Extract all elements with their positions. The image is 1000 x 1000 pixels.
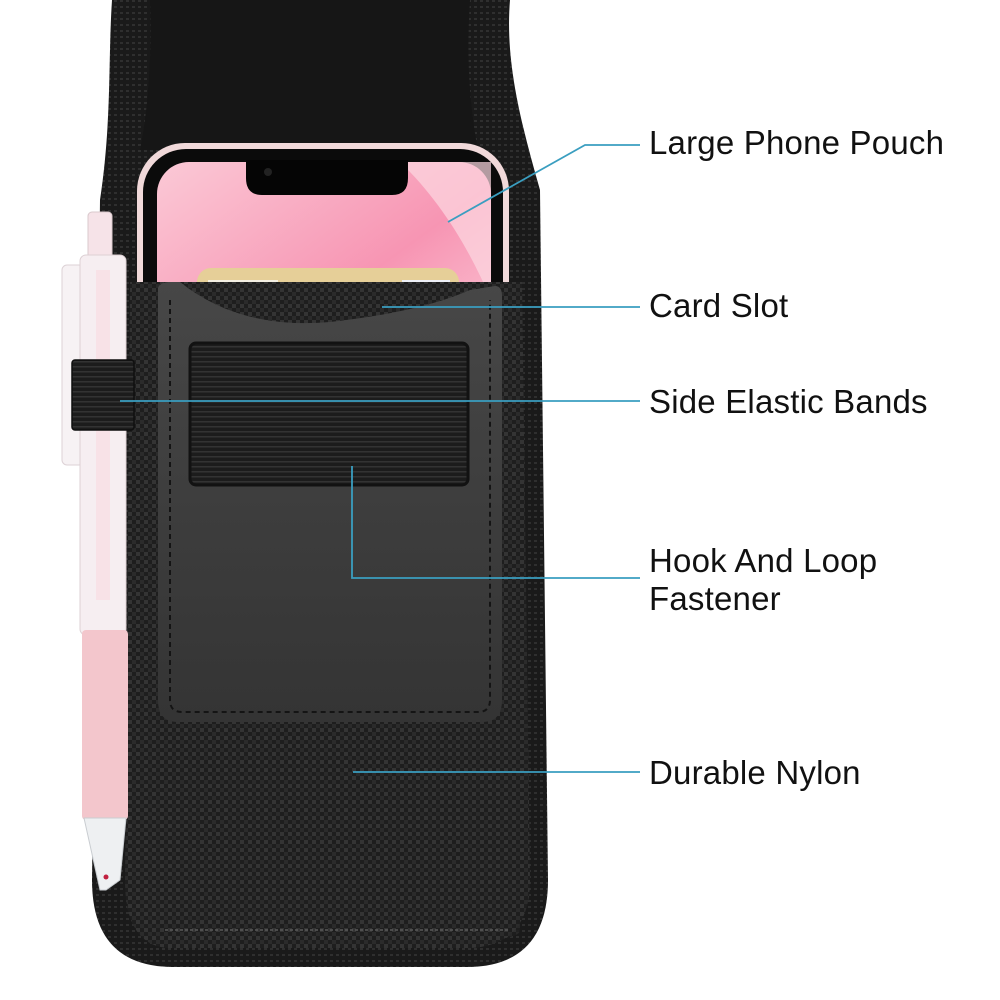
label-large-phone-pouch: Large Phone Pouch	[649, 124, 945, 161]
label-side-elastic-bands: Side Elastic Bands	[649, 383, 928, 420]
velcro-patch	[188, 341, 470, 487]
side-elastic-band	[71, 359, 135, 431]
label-durable-nylon: Durable Nylon	[649, 754, 861, 791]
callout-lines	[120, 144, 640, 773]
pen	[61, 211, 128, 891]
callout-line-hook-and-loop	[351, 466, 640, 579]
callout-line-large-phone-pouch	[447, 144, 640, 223]
label-card-slot: Card Slot	[649, 287, 789, 324]
label-hook-and-loop-fastener: Hook And Loop Fastener	[649, 542, 878, 617]
